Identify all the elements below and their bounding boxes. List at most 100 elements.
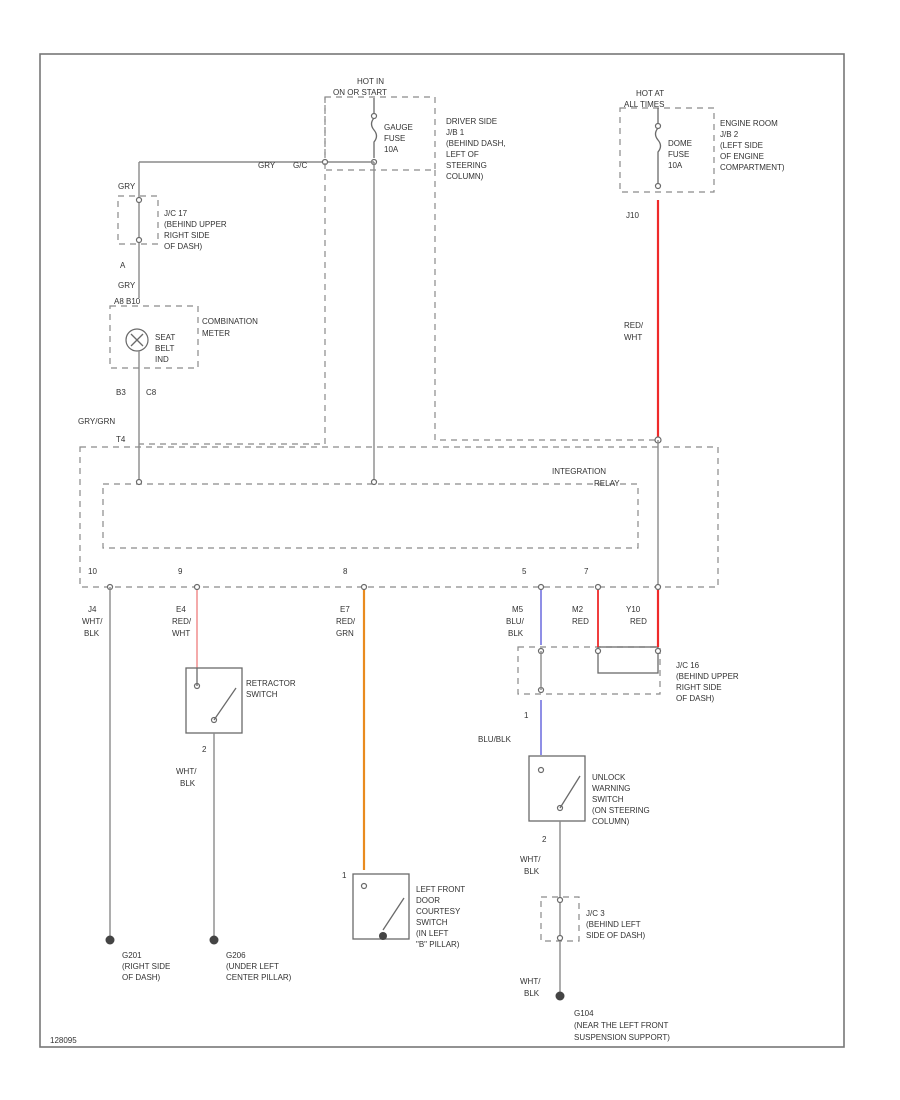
relay-pin-9 [193,583,201,591]
svg-text:J/C 3: J/C 3 [586,909,605,918]
svg-text:COLUMN): COLUMN) [592,817,630,826]
engine-room-jb-label: ENGINE ROOM J/B 2 (LEFT SIDE OF ENGINE C… [720,119,785,172]
jc16-inner [597,646,659,674]
svg-text:SEAT: SEAT [155,333,175,342]
ground-g206-label: G206 (UNDER LEFT CENTER PILLAR) [226,951,292,982]
svg-text:(BEHIND UPPER: (BEHIND UPPER [676,672,739,681]
seat-belt-label: SEAT BELT IND [155,333,175,364]
combination-meter-label: COMBINATION METER [202,317,258,338]
jc3-term-b [556,934,564,942]
driver-jb-box [324,96,436,171]
svg-text:SIDE OF DASH): SIDE OF DASH) [586,931,645,940]
retractor-switch-box [185,667,243,734]
wire-y10-label: Y10 RED [626,605,647,626]
figure-id: 128095 [50,1036,77,1045]
wire-m2-label: M2 RED [572,605,589,626]
meter-pins-label: A8 B10 [114,297,141,306]
svg-text:BLK: BLK [180,779,196,788]
svg-text:J/C 16: J/C 16 [676,661,700,670]
meter-jb-dashed [139,97,326,445]
unlock-switch-contact-a [537,766,545,774]
jc16-box [517,646,661,695]
unlock-bottom-label: 2 WHT/ BLK [520,835,547,876]
relay-term-meter [135,478,143,486]
jc16-term-d [654,647,662,655]
gry-mid-label: GRY [118,281,136,290]
svg-text:RELAY: RELAY [594,479,620,488]
ground-g201-label: G201 (RIGHT SIDE OF DASH) [122,951,170,982]
svg-text:OF DASH): OF DASH) [164,242,203,251]
svg-text:BLK: BLK [524,867,540,876]
svg-text:CENTER PILLAR): CENTER PILLAR) [226,973,292,982]
svg-text:BLK: BLK [84,629,100,638]
door-switch-ground [379,932,387,940]
jc3-label: J/C 3 (BEHIND LEFT SIDE OF DASH) [586,909,645,940]
svg-text:FUSE: FUSE [668,150,689,159]
svg-text:BLK: BLK [524,989,540,998]
svg-text:COMPARTMENT): COMPARTMENT) [720,163,785,172]
unlock-switch-blade [559,775,581,809]
gauge-fuse-symbol [370,98,378,158]
svg-text:(BEHIND LEFT: (BEHIND LEFT [586,920,641,929]
gry-left-label: GRY [118,182,136,191]
jc3-term-a [556,896,564,904]
svg-text:G206: G206 [226,951,246,960]
svg-text:RED/: RED/ [624,321,644,330]
red-wht-top-label: RED/ WHT [624,321,644,342]
svg-text:(IN LEFT: (IN LEFT [416,929,449,938]
svg-text:(BEHIND UPPER: (BEHIND UPPER [164,220,227,229]
svg-text:GAUGE: GAUGE [384,123,413,132]
svg-text:STEERING: STEERING [446,161,487,170]
svg-text:DOME: DOME [668,139,692,148]
door-switch-blade [382,897,405,931]
svg-text:COLUMN): COLUMN) [446,172,484,181]
integration-relay-label: INTEGRATION RELAY [552,467,620,488]
svg-text:9: 9 [178,567,183,576]
relay-pin-8 [360,583,368,591]
svg-text:LEFT OF: LEFT OF [446,150,479,159]
svg-text:10A: 10A [384,145,399,154]
svg-text:WHT/: WHT/ [176,767,197,776]
relay-pin-labels: 10 9 8 5 7 [88,567,589,576]
svg-text:M5: M5 [512,605,524,614]
retractor-switch-blade [213,687,237,721]
gry-grn-label: GRY/GRN [78,417,115,426]
svg-text:BLU/BLK: BLU/BLK [478,735,512,744]
dome-fuse-term-b [654,182,662,190]
door-switch-contact-a [360,882,368,890]
dome-fuse-term [654,122,662,130]
svg-text:SUSPENSION SUPPORT): SUSPENSION SUPPORT) [574,1033,670,1042]
integration-relay-outer [79,446,719,588]
svg-text:ALL TIMES: ALL TIMES [624,100,664,109]
svg-text:WHT: WHT [172,629,190,638]
svg-text:SWITCH: SWITCH [592,795,624,804]
relay-pin-5 [537,583,545,591]
svg-text:7: 7 [584,567,589,576]
svg-text:RED: RED [630,617,647,626]
svg-text:IND: IND [155,355,169,364]
svg-text:OF ENGINE: OF ENGINE [720,152,764,161]
svg-text:10A: 10A [668,161,683,170]
svg-text:J/B 2: J/B 2 [720,130,739,139]
jb-relay-dashed [434,170,658,441]
ground-g104-label: G104 (NEAR THE LEFT FRONT SUSPENSION SUP… [574,1009,670,1042]
unlock-switch-box [528,755,586,822]
integration-relay-inner [102,483,639,549]
jc16-term-c [594,647,602,655]
svg-text:LEFT FRONT: LEFT FRONT [416,885,465,894]
svg-text:COURTESY: COURTESY [416,907,461,916]
svg-text:RIGHT SIDE: RIGHT SIDE [164,231,210,240]
pin-t4-label: T4 [116,435,126,444]
svg-text:1: 1 [524,711,529,720]
svg-text:2: 2 [542,835,547,844]
relay-pin-dome [654,583,662,591]
unlock-switch-label: UNLOCK WARNING SWITCH (ON STEERING COLUM… [592,773,650,826]
wire-e4-label: E4 RED/ WHT [172,605,192,638]
svg-text:5: 5 [522,567,527,576]
dome-fuse-symbol [654,108,662,184]
svg-text:(LEFT SIDE: (LEFT SIDE [720,141,763,150]
svg-text:HOT IN: HOT IN [357,77,384,86]
door-switch-box [352,873,410,940]
svg-text:RED: RED [572,617,589,626]
